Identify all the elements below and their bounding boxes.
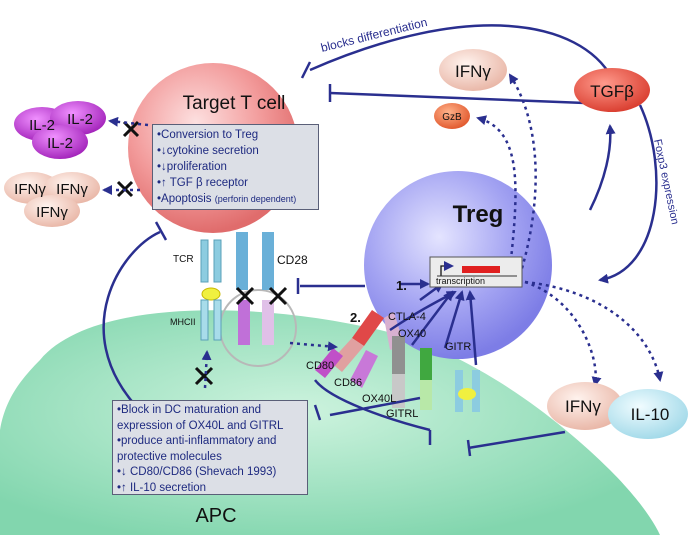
cd80-label: CD80 (306, 360, 334, 372)
il2-label-b: IL-2 (67, 111, 93, 128)
il2-label-a: IL-2 (29, 117, 55, 134)
tcr-receptor (200, 239, 222, 283)
ox40-ox40l-pair (392, 336, 405, 408)
ifng-left-label-c: IFNγ (36, 204, 68, 221)
target-effect-5-note: (perforin dependent) (214, 194, 297, 204)
secretion-arrows (102, 73, 664, 389)
ox40l-label: OX40L (362, 393, 396, 405)
gene-bar-icon (462, 266, 500, 273)
apc-title: APC (195, 505, 236, 527)
ifng-top-label: IFNγ (455, 62, 491, 81)
target-effect-2: •↓cytokine secretion (157, 145, 259, 157)
target-effect-1: •Conversion to Treg (157, 129, 259, 141)
gzb-molecule (434, 103, 470, 129)
ifng-left-label-b: IFNγ (56, 181, 88, 198)
tgfb-molecule (574, 68, 650, 112)
ifng-right-label: IFNγ (565, 397, 601, 416)
target-effect-4: •↑ TGF β receptor (157, 177, 248, 189)
step2-label: 2. (350, 310, 361, 325)
antigen-peptide (201, 287, 221, 301)
apc-effects-box: •Block in DC maturation and expression o… (112, 400, 308, 495)
ifng-top-molecule (439, 49, 507, 91)
regulatory-connectors (102, 24, 658, 457)
treg-title: Treg (453, 201, 504, 228)
apc-effect-3: •produce anti-inflammatory and (117, 435, 277, 447)
gitrl-label: GITRL (386, 408, 418, 420)
step1-label: 1. (396, 278, 407, 293)
gitr-label: GITR (445, 341, 471, 353)
mhcii-label: MHCII (170, 317, 196, 327)
gzb-label: GzB (442, 112, 462, 123)
il10-molecule (608, 389, 688, 439)
ctla4-cd80-pair (315, 310, 384, 378)
ifng-left-molecule-c (24, 195, 80, 227)
il2-molecule-c (32, 125, 88, 159)
apc-effect-4: protective molecules (117, 450, 222, 463)
tgfb-label: TGFβ (590, 82, 634, 101)
treg-tcr-receptor (455, 370, 480, 412)
transcription-label: transcription (436, 276, 485, 286)
mhcii-receptor (200, 299, 222, 341)
cd28-receptor (236, 232, 274, 345)
ctla4-label: CTLA-4 (388, 311, 426, 323)
apc-effect-1: •Block in DC maturation and (117, 404, 262, 416)
gitr-gitrl-pair (420, 348, 432, 410)
target-effect-3: •↓proliferation (157, 161, 227, 173)
target-cell-title: Target T cell (183, 93, 286, 114)
apc-effect-6: •↑ IL-10 secretion (117, 481, 207, 494)
cd86-label: CD86 (334, 377, 362, 389)
apc-effect-2: expression of OX40L and GITRL (117, 419, 284, 432)
apc-effect-5: •↓ CD80/CD86 (Shevach 1993) (117, 466, 277, 478)
tcr-label: TCR (173, 254, 194, 265)
il2-label-c: IL-2 (47, 135, 73, 152)
target-effects-box: •Conversion to Treg •↓cytokine secretion… (152, 124, 319, 210)
target-effect-5: •Apoptosis (perforin dependent) (157, 193, 297, 205)
ifng-left-label-a: IFNγ (14, 181, 46, 198)
il10-label: IL-10 (631, 405, 670, 424)
ox40-label: OX40 (398, 328, 426, 340)
ifng-right-molecule (547, 382, 623, 430)
cd28-label: CD28 (277, 253, 308, 267)
